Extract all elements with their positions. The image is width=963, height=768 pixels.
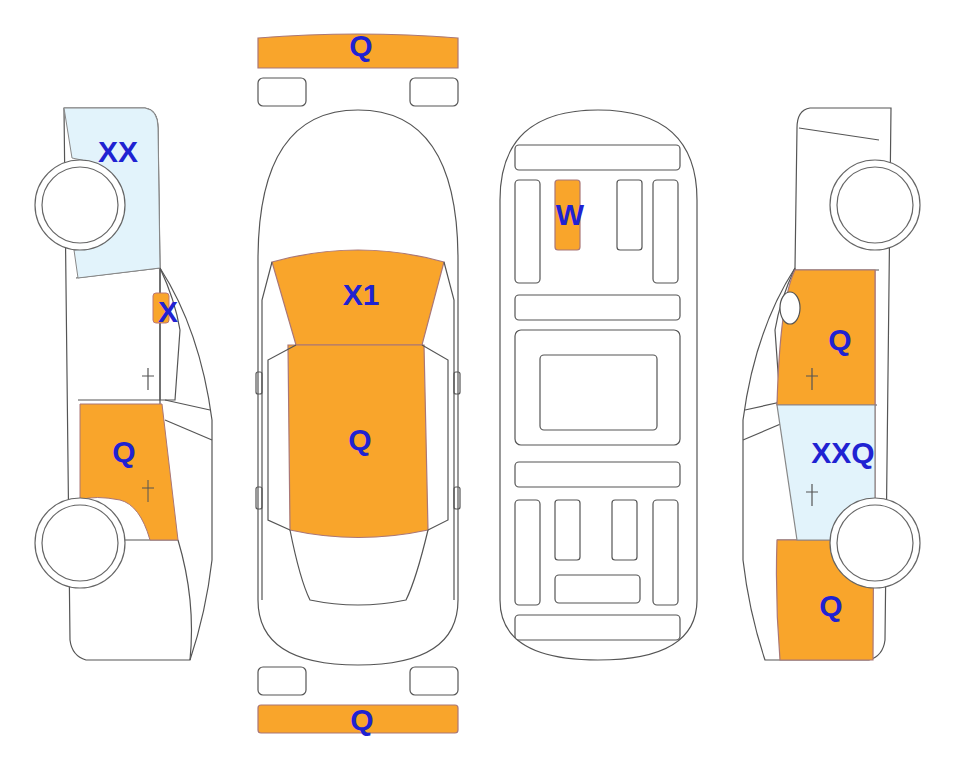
top-view	[256, 34, 460, 733]
damage-code: XX	[98, 137, 138, 167]
damage-code: Q	[828, 325, 851, 355]
damage-code: Q	[349, 31, 372, 61]
damage-code: Q	[350, 705, 373, 735]
underside-view	[500, 110, 697, 660]
damage-code: X1	[343, 280, 380, 310]
damage-code: W	[556, 200, 584, 230]
damage-code: Q	[112, 437, 135, 467]
damage-code: XXQ	[811, 438, 874, 468]
damage-code: Q	[348, 425, 371, 455]
damage-code: X	[158, 297, 178, 327]
damage-code: Q	[819, 591, 842, 621]
